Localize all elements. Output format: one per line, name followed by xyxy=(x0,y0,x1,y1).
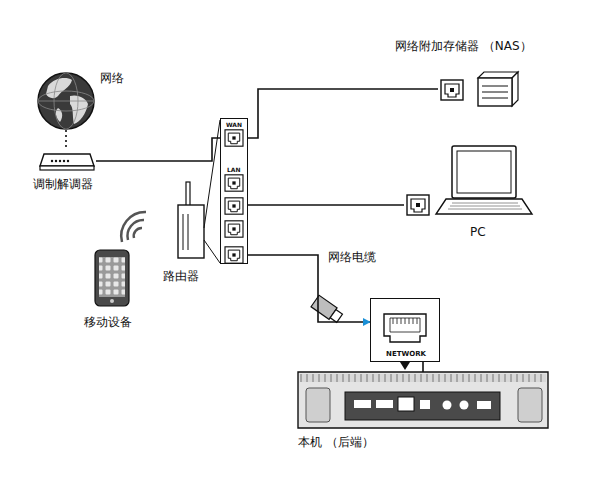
router-icon-part xyxy=(225,247,243,263)
network-jack-closeup-part xyxy=(400,362,410,370)
port-group-label: LAN xyxy=(227,166,241,173)
modem-icon-part xyxy=(67,160,69,162)
wireless-signal-part xyxy=(134,228,142,238)
unit-rear-panel-part xyxy=(345,392,500,420)
cable-plug xyxy=(311,295,344,324)
router-icon-part xyxy=(220,118,248,264)
router-icon-part xyxy=(225,198,243,214)
nas-icon-part xyxy=(441,80,463,100)
globe-icon-part xyxy=(46,78,72,98)
router-icon-part xyxy=(225,130,243,146)
laptop-icon-part xyxy=(407,195,429,215)
mobile-phone-icon-part xyxy=(110,299,114,303)
unit-rear-panel-part xyxy=(420,400,430,409)
modem-icon xyxy=(40,154,94,170)
unit-rear-panel-part xyxy=(518,388,542,422)
network-jack-closeup-part xyxy=(370,298,440,362)
nas-node: 网络附加存储器 （NAS） xyxy=(438,68,522,110)
nas-icon-part xyxy=(512,72,518,106)
modem-icon-part xyxy=(40,154,94,166)
wireless-signal-part xyxy=(127,220,144,240)
laptop-icon-part xyxy=(452,146,516,198)
modem-icon-part xyxy=(63,160,65,162)
callout-line xyxy=(422,362,424,372)
unit-rear-panel-part xyxy=(306,388,330,422)
modem-icon-part xyxy=(59,160,61,162)
unit-rear-panel-part xyxy=(376,400,393,408)
router-icon-part xyxy=(225,221,243,237)
cable-plug-part xyxy=(330,310,342,323)
laptop-icon xyxy=(407,146,532,215)
cable-label: 网络电缆 xyxy=(326,249,378,265)
node-label: 移动设备 xyxy=(84,314,132,330)
nas-icon-part xyxy=(482,98,508,99)
network-jack-closeup-part xyxy=(393,318,417,324)
router-icon-part xyxy=(204,240,220,263)
router-node: 路由器 xyxy=(220,118,248,264)
modem-node: 调制解调器 xyxy=(38,150,96,172)
globe-icon-part xyxy=(38,73,94,129)
unit-rear-panel-part xyxy=(354,400,371,408)
router-icon-part xyxy=(183,214,184,250)
laptop-icon-part xyxy=(448,203,522,209)
unit-rear-panel-part xyxy=(298,372,548,428)
node-label: 网络附加存储器 （NAS） xyxy=(395,38,532,54)
globe-icon-part xyxy=(38,101,94,102)
network-jack-closeup xyxy=(370,298,440,370)
wireless-signal xyxy=(121,212,146,242)
router-icon-part xyxy=(186,182,190,206)
unit-rear-panel xyxy=(298,372,548,428)
globe-icon xyxy=(38,73,94,129)
nas-icon xyxy=(441,72,518,106)
router-icon xyxy=(178,118,248,264)
globe-icon-part xyxy=(38,91,94,111)
port-group-label: WAN xyxy=(226,121,242,128)
unit-rear-panel-part xyxy=(398,397,414,411)
node-label: 路由器 xyxy=(163,268,199,284)
router-icon-part xyxy=(225,175,243,191)
modem-icon-part xyxy=(51,160,53,162)
mobile-phone-icon-part xyxy=(99,257,125,297)
nas-icon-part xyxy=(482,92,508,93)
modem-icon-part xyxy=(40,166,94,170)
node-label: 本机 （后端） xyxy=(298,434,374,450)
internet-node: 网络 xyxy=(37,72,95,130)
network-jack-closeup-part xyxy=(384,314,426,342)
wireless-signal-part xyxy=(121,212,146,242)
network-closeup-box: NETWORK xyxy=(370,298,440,362)
mobile-node: 移动设备 xyxy=(93,248,131,308)
pc-node: PC xyxy=(404,144,534,218)
laptop-icon-part xyxy=(457,151,511,193)
router-icon-part xyxy=(204,120,220,228)
modem-icon-part xyxy=(55,160,57,162)
network-jack-closeup-part xyxy=(390,318,420,332)
cable-line xyxy=(248,89,438,138)
mobile-phone-icon xyxy=(95,250,129,306)
unit-node: 本机 （后端） xyxy=(298,372,548,428)
unit-rear-panel-part xyxy=(477,401,491,409)
cable-line xyxy=(96,138,220,161)
router-icon-part xyxy=(188,214,189,250)
node-label: 网络 xyxy=(100,70,124,86)
dotted-link xyxy=(65,130,67,150)
unit-rear-panel-part xyxy=(460,401,469,410)
nas-icon-part xyxy=(482,86,508,87)
nas-icon-part xyxy=(478,72,518,78)
cable-line xyxy=(248,204,404,206)
mobile-phone-icon-part xyxy=(95,250,129,306)
router-icon-part xyxy=(178,205,204,258)
laptop-icon-part xyxy=(436,199,532,214)
network-cable xyxy=(248,255,370,322)
unit-rear-panel-part xyxy=(443,401,452,410)
node-label: PC xyxy=(470,224,486,240)
node-label: 调制解调器 xyxy=(33,176,93,192)
nas-icon-part xyxy=(478,78,512,106)
unit-rear-panel-part xyxy=(300,374,546,382)
node-label: NETWORK xyxy=(386,350,426,359)
